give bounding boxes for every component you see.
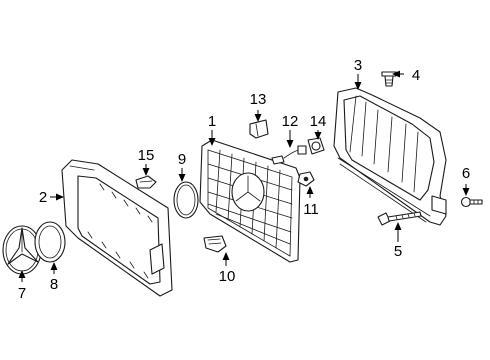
ring-seal bbox=[173, 181, 199, 219]
callout-12: 12 bbox=[282, 113, 299, 130]
emblem-ring bbox=[34, 221, 66, 263]
callout-11: 11 bbox=[303, 201, 319, 218]
leader-lines bbox=[18, 70, 470, 282]
screw bbox=[460, 196, 483, 208]
bracket bbox=[203, 235, 227, 253]
callout-7: 7 bbox=[18, 285, 26, 302]
wiring-harness bbox=[271, 145, 307, 165]
radiator-support-shroud bbox=[333, 87, 447, 226]
callout-10: 10 bbox=[219, 268, 236, 285]
retainer bbox=[135, 175, 157, 189]
sensor bbox=[307, 137, 325, 155]
callout-8: 8 bbox=[50, 276, 58, 293]
callout-6: 6 bbox=[462, 165, 470, 182]
grille-frame bbox=[61, 159, 173, 297]
nut bbox=[297, 171, 315, 187]
callout-3: 3 bbox=[354, 57, 362, 74]
callouts: 1 2 3 4 5 6 7 8 9 10 11 12 13 14 15 bbox=[18, 57, 470, 302]
callout-5: 5 bbox=[394, 243, 402, 260]
callout-9: 9 bbox=[178, 151, 186, 168]
callout-15: 15 bbox=[138, 147, 155, 164]
bolt bbox=[377, 211, 422, 226]
mounting-bracket bbox=[249, 119, 269, 139]
callout-4: 4 bbox=[412, 67, 420, 84]
callout-13: 13 bbox=[250, 91, 267, 108]
grille bbox=[199, 139, 301, 263]
callout-14: 14 bbox=[310, 113, 327, 130]
callout-1: 1 bbox=[208, 113, 216, 130]
clip bbox=[381, 71, 397, 87]
callout-2: 2 bbox=[39, 189, 47, 206]
emblem-star bbox=[2, 225, 42, 275]
